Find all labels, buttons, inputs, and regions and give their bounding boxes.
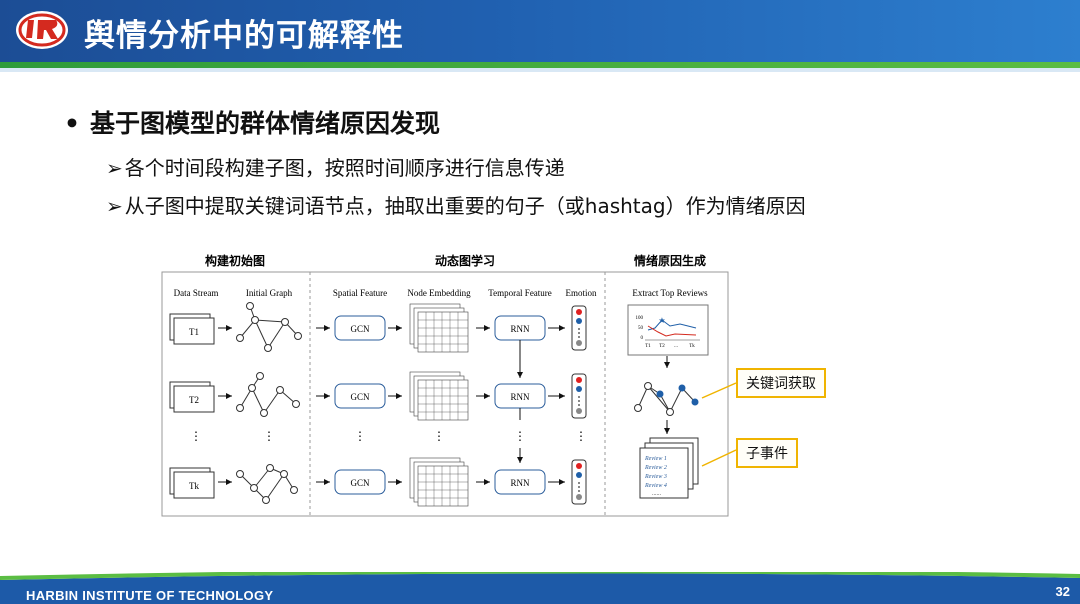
mini-chart-line-blue	[647, 319, 697, 331]
col-label-spatial-feature: Spatial Feature	[333, 288, 387, 298]
section-title-cause-generation: 情绪原因生成	[634, 253, 706, 268]
mini-chart-line-red	[647, 325, 697, 337]
review-more: ......	[652, 491, 662, 497]
footer-bar	[0, 572, 1080, 604]
callout-arrow-keywords	[701, 382, 737, 399]
sub-item-1-text: 各个时间段构建子图，按照时间顺序进行信息传递	[124, 156, 565, 180]
mini-chart-xtick-ellipsis: ...	[674, 344, 678, 349]
gcn-label-tk: GCN	[350, 478, 370, 488]
review-1: Review 1	[644, 456, 667, 462]
gcn-box-t1	[334, 315, 386, 341]
initial-graph-tk	[236, 464, 298, 504]
emotion-bar-tk	[571, 459, 587, 505]
page-title: 舆情分析中的可解释性	[84, 18, 404, 54]
row-t1: T1 GCN RNN	[169, 302, 587, 353]
col-label-initial-graph: Initial Graph	[246, 288, 293, 298]
col-label-node-embedding: Node Embedding	[407, 288, 471, 298]
review-3: Review 3	[644, 474, 667, 480]
mini-chart-xtick-t1: T1	[645, 344, 651, 349]
sub-item-2-text: 从子图中提取关键词语节点，抽取出重要的句子（或hashtag）作为情绪原因	[124, 194, 806, 218]
row-t2: T2 GCN RNN	[169, 371, 587, 421]
gcn-box-t2	[334, 383, 386, 409]
university-logo	[16, 11, 68, 49]
col-label-emotion: Emotion	[566, 288, 597, 298]
col-label-extract-top-reviews: Extract Top Reviews	[632, 288, 708, 298]
page-number: 32	[1055, 584, 1070, 599]
callout-keywords: 关键词获取	[736, 368, 826, 398]
main-bullet: •基于图模型的群体情绪原因发现	[64, 109, 440, 138]
review-documents: Review 1 Review 2 Review 3 Review 4 ....…	[639, 437, 699, 499]
header-stripe	[0, 62, 1080, 68]
rnn-label-t2: RNN	[510, 392, 530, 402]
sub-item-2: ➢从子图中提取关键词语节点，抽取出重要的句子（或hashtag）作为情绪原因	[106, 194, 806, 218]
model-diagram: 构建初始图 动态图学习 情绪原因生成 Data Stream Initial G…	[161, 253, 737, 517]
header-light-stripe	[0, 68, 1080, 72]
mini-chart-ytick-50: 50	[638, 326, 644, 331]
ellipsis-node-embedding: ⋮	[433, 429, 445, 443]
ellipsis-row: ⋮ ⋮ ⋮ ⋮ ⋮ ⋮	[190, 429, 587, 443]
ellipsis-temporal-feature: ⋮	[514, 429, 526, 443]
rnn-label-tk: RNN	[510, 478, 530, 488]
data-stream-doc-t2: T2	[169, 381, 215, 413]
rnn-box-tk	[494, 469, 546, 495]
gcn-box-tk	[334, 469, 386, 495]
row-label-tk: Tk	[189, 481, 199, 491]
mini-line-chart: 100 50 0 ★ T1 T2 ... Tk	[627, 304, 709, 356]
gcn-label-t2: GCN	[350, 392, 370, 402]
row-tk: Tk GCN RNN	[169, 457, 587, 507]
ellipsis-spatial-feature: ⋮	[354, 429, 366, 443]
callout-sub-event: 子事件	[736, 438, 798, 468]
row-label-t2: T2	[189, 395, 199, 405]
mini-chart-star-marker: ★	[658, 316, 665, 325]
footer-institution: HARBIN INSTITUTE OF TECHNOLOGY	[26, 588, 274, 603]
keyword-graph	[634, 382, 699, 416]
row-label-t1: T1	[189, 327, 199, 337]
rnn-label-t1: RNN	[510, 324, 530, 334]
callout-arrow-sub-event	[701, 449, 737, 467]
header-bar	[0, 0, 1080, 62]
mini-chart-xtick-tk: Tk	[689, 344, 695, 349]
sub-item-1: ➢各个时间段构建子图，按照时间顺序进行信息传递	[106, 156, 565, 180]
section-title-dynamic-learning: 动态图学习	[435, 253, 495, 268]
initial-graph-t1	[236, 302, 302, 352]
data-stream-doc-t1: T1	[169, 313, 215, 345]
review-4: Review 4	[644, 482, 667, 489]
ellipsis-emotion: ⋮	[575, 429, 587, 443]
review-2: Review 2	[644, 465, 667, 471]
emotion-bar-t1	[571, 305, 587, 351]
node-embedding-t1	[409, 303, 469, 353]
main-bullet-text: 基于图模型的群体情绪原因发现	[89, 109, 440, 138]
col-label-temporal-feature: Temporal Feature	[488, 288, 552, 298]
embedding-grid-lines	[418, 312, 468, 506]
col-label-data-stream: Data Stream	[174, 288, 219, 298]
node-embedding-t2	[409, 371, 469, 421]
ellipsis-data-stream: ⋮	[190, 429, 202, 443]
emotion-bar-t2	[571, 373, 587, 419]
mini-chart-ytick-0: 0	[641, 336, 644, 341]
ellipsis-initial-graph: ⋮	[263, 429, 275, 443]
data-stream-doc-tk: Tk	[169, 467, 215, 499]
mini-chart-ytick-100: 100	[636, 316, 644, 321]
gcn-label-t1: GCN	[350, 324, 370, 334]
mini-chart-xtick-t2: T2	[659, 344, 665, 349]
diagram-frame	[161, 271, 729, 517]
initial-graph-t2	[236, 372, 300, 417]
section-title-initial-graph: 构建初始图	[205, 253, 265, 268]
